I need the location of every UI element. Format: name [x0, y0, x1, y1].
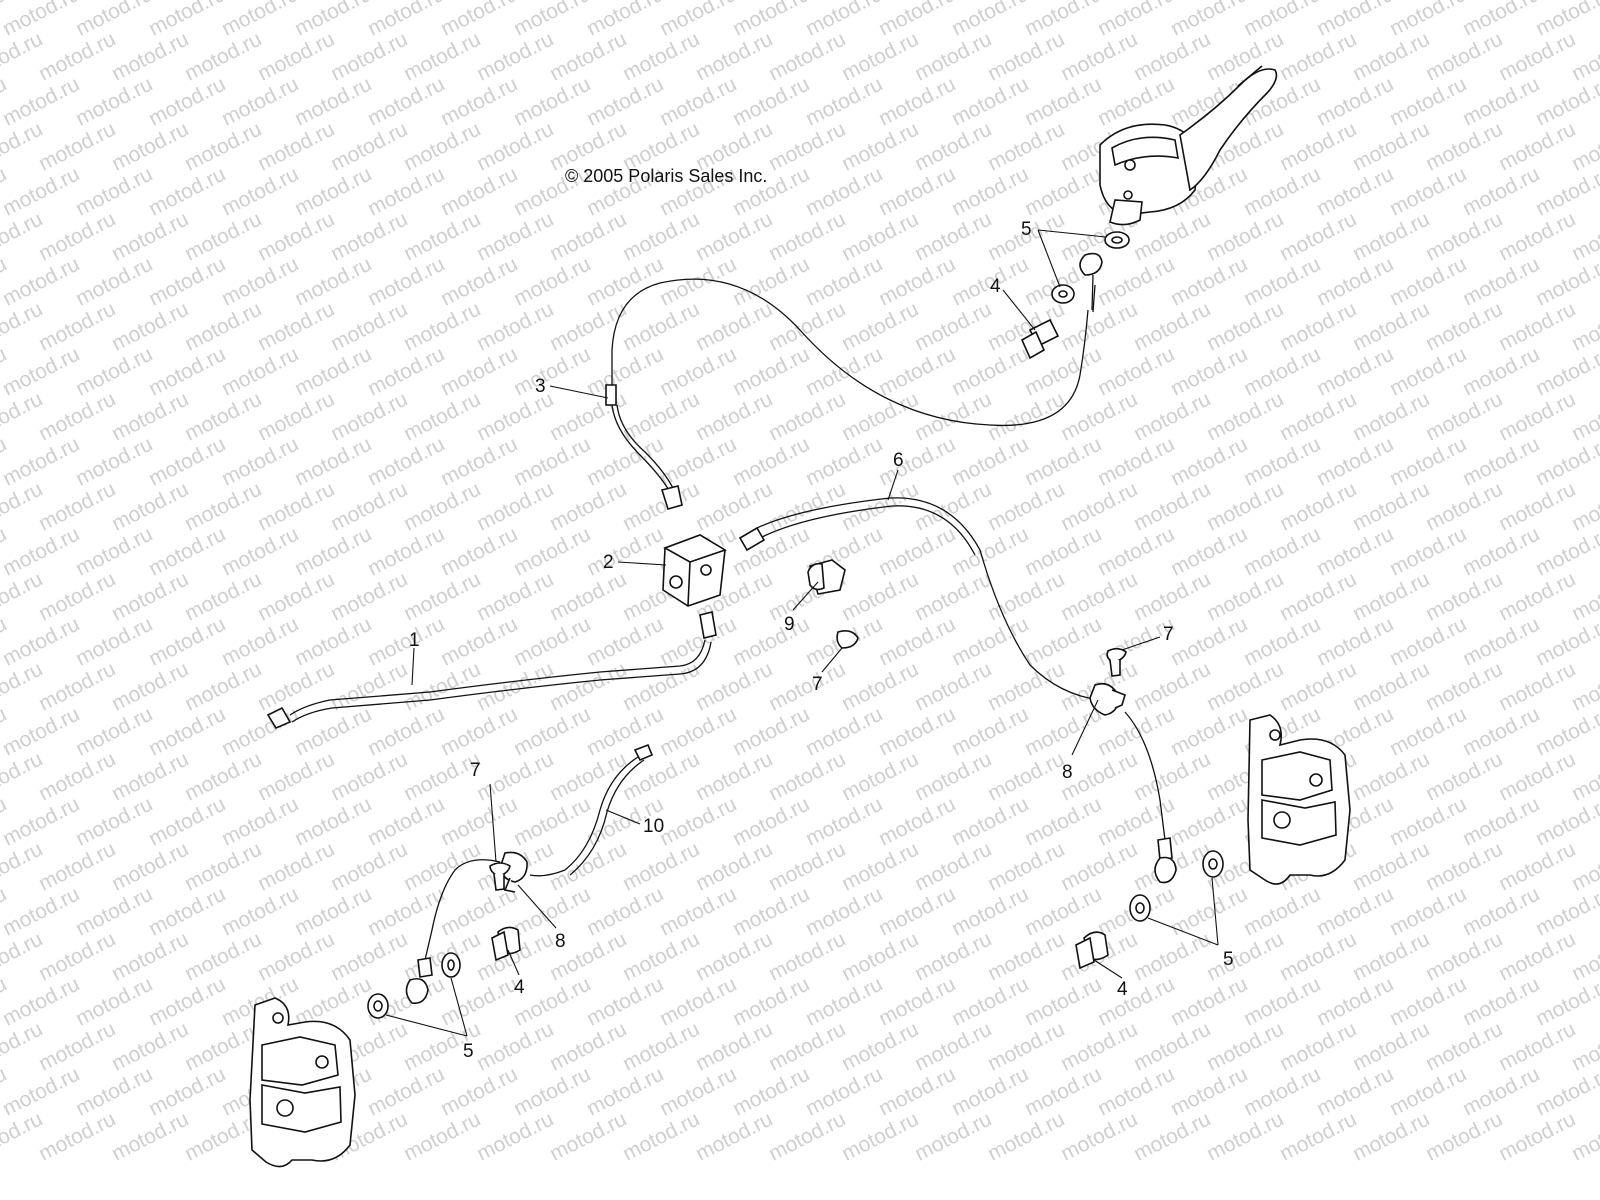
hose-3-tube: [611, 404, 671, 493]
rivet-icon: [489, 862, 511, 891]
hose-6-fitting: [738, 526, 766, 552]
callout-5-left: 5: [463, 1041, 474, 1062]
callout-8-right: 8: [1062, 762, 1073, 783]
brake-caliper-icon: [1247, 714, 1351, 885]
callout-5-top: 5: [1021, 219, 1032, 240]
hose-6-line: [756, 497, 1101, 701]
hose-clamp-icon: [499, 851, 528, 893]
callout-7-center: 7: [812, 674, 823, 695]
hose-10-fitting: [633, 743, 654, 762]
callout-8-left: 8: [555, 931, 566, 952]
hose-10-line: [529, 756, 639, 877]
callout-4-right: 4: [1117, 979, 1128, 1000]
hose-1-line: [289, 639, 706, 716]
hose-1-end-fitting: [266, 706, 292, 730]
callout-9: 9: [784, 614, 795, 635]
hose-clamp-icon: [1089, 682, 1126, 716]
banjo-fitting: [1154, 856, 1177, 884]
sealing-washer-icon: [441, 952, 461, 978]
rivet-icon: [836, 630, 859, 649]
banjo-bolt-icon: [807, 559, 846, 595]
hose-3-end-fitting: [660, 485, 683, 510]
banjo-bolt-icon: [1075, 931, 1109, 970]
banjo-fitting: [1079, 252, 1103, 276]
hose-3-ferrule: [605, 384, 617, 406]
callout-4-top: 4: [990, 276, 1001, 297]
brake-caliper-icon: [249, 997, 356, 1168]
hose-3-fitting: [1092, 284, 1096, 313]
sealing-washer-icon: [1202, 850, 1224, 878]
sealing-washer-icon: [1051, 284, 1075, 304]
callout-3: 3: [535, 376, 546, 397]
callout-7-right: 7: [1163, 624, 1174, 645]
hose-1-fitting: [699, 611, 717, 639]
rivet-icon: [1106, 647, 1127, 677]
callout-2: 2: [603, 552, 614, 573]
callout-5-right: 5: [1223, 949, 1234, 970]
hose-3-line: [611, 278, 1089, 427]
banjo-bolt-icon: [491, 926, 521, 962]
banjo-bolt-icon: [1020, 318, 1060, 360]
callout-1: 1: [409, 630, 420, 651]
sealing-washer-icon: [1104, 231, 1130, 249]
callout-10: 10: [643, 816, 664, 837]
banjo-fitting: [405, 977, 429, 1005]
callout-4-left: 4: [514, 977, 525, 998]
copyright-text: © 2005 Polaris Sales Inc.: [565, 166, 767, 186]
callout-6: 6: [893, 450, 904, 471]
sealing-washer-icon: [367, 993, 389, 1019]
master-cylinder-icon: [1099, 65, 1278, 226]
distribution-block-icon: [662, 534, 727, 607]
sealing-washer-icon: [1129, 894, 1151, 922]
callout-7-left: 7: [470, 760, 481, 781]
